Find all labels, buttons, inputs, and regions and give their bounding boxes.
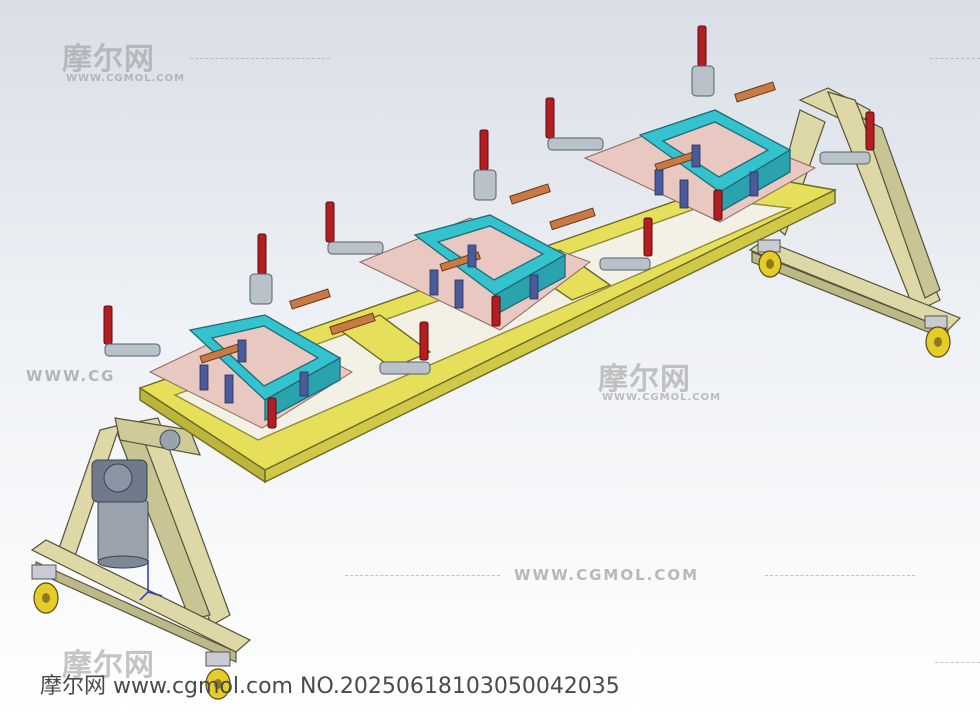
watermark-brand-en: WWW.CGMOL.COM bbox=[602, 392, 722, 403]
watermark-guide-line bbox=[930, 58, 980, 59]
watermark-brand-cn: 摩尔网 bbox=[62, 648, 155, 683]
watermark-brand-cn: 摩尔网 bbox=[62, 42, 155, 77]
toggle-clamps bbox=[103, 25, 875, 429]
caster-wheel-icon bbox=[205, 651, 231, 700]
gear-motor-icon bbox=[91, 429, 181, 569]
watermark-guide-line bbox=[935, 662, 980, 663]
caster-wheel-icon bbox=[757, 239, 782, 278]
right-stand bbox=[748, 87, 962, 341]
model-id-footer: 摩尔网 www.cgmol.com NO.2025061810305004203… bbox=[40, 674, 620, 699]
locator-blocks bbox=[199, 144, 759, 404]
caster-wheels bbox=[31, 239, 951, 700]
clamp-icon bbox=[103, 25, 875, 429]
watermark-brand-cn: 摩尔网 bbox=[598, 362, 691, 397]
caster-wheel-icon bbox=[31, 564, 59, 614]
fixture-frame-3 bbox=[638, 109, 792, 214]
watermark-guide-line bbox=[190, 58, 330, 59]
watermark-url: WWW.CGMOL.COM bbox=[514, 566, 700, 584]
watermark-url-partial: WWW.CG bbox=[26, 367, 116, 385]
watermark-guide-line bbox=[765, 575, 915, 576]
axis-triad-icon bbox=[139, 560, 163, 601]
watermark-brand-en: WWW.CGMOL.COM bbox=[66, 73, 186, 84]
copper-brackets bbox=[199, 81, 776, 364]
caster-wheel-icon bbox=[924, 315, 951, 358]
watermark-guide-line bbox=[345, 575, 500, 576]
